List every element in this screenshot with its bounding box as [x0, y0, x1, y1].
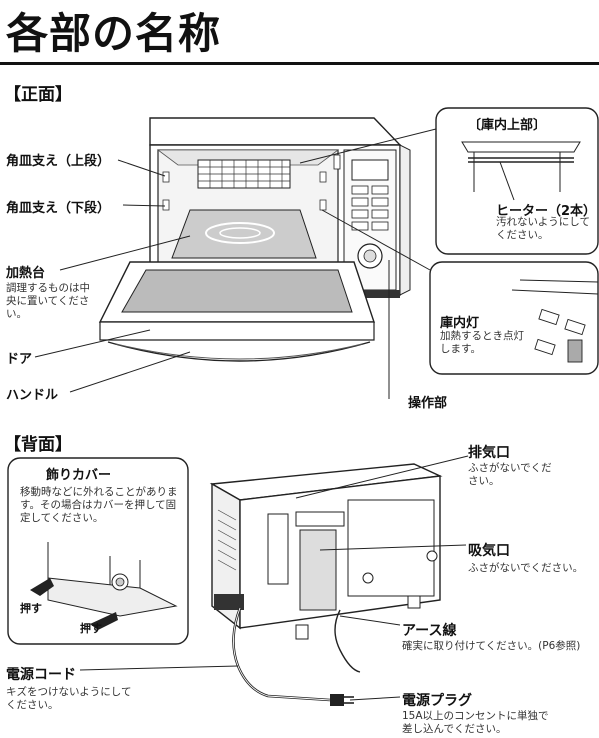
door-window: [121, 269, 353, 313]
heater-note: 汚れないようにしてください。: [496, 216, 590, 241]
cover-note: 移動時などに外れることがあります。その場合はカバーを押して固定してください。: [20, 486, 178, 524]
back-top: [209, 463, 443, 501]
power-cord: [232, 607, 331, 702]
label-heating-plate: 加熱台: [6, 266, 46, 281]
heating-plate-note: 調理するものは中央に置いてください。: [6, 282, 90, 320]
lamp-note: 加熱するとき点灯します。: [440, 330, 524, 355]
title-rule: [0, 62, 599, 65]
display: [351, 159, 389, 181]
back-heading: 【背面】: [4, 435, 72, 455]
push-label-1: 押す: [20, 602, 42, 615]
control-panel: [343, 149, 397, 291]
intake-vent: [299, 529, 337, 611]
label-handle: ハンドル: [6, 388, 59, 403]
page-title: 各部の名称: [6, 9, 222, 58]
label-cord: 電源コード: [6, 667, 76, 683]
label-exhaust: 排気口: [468, 445, 510, 461]
handle: [107, 341, 371, 362]
label-heater: ヒーター（2本）: [496, 204, 597, 219]
label-plug: 電源プラグ: [402, 693, 472, 709]
oven-top-panel: [149, 117, 402, 146]
label-earth: アース線: [402, 623, 457, 639]
earth-note: 確実に取り付けてください。(P6参照): [402, 640, 581, 652]
heater-grid: [197, 159, 291, 189]
label-control-panel: 操作部: [408, 396, 448, 411]
heating-plate: [171, 209, 317, 259]
push-label-2: 押す: [80, 622, 102, 635]
callout-lamp-title: 庫内灯: [440, 316, 480, 331]
label-rack-lower: 角皿支え（下段）: [6, 201, 111, 216]
cord-note: キズをつけないようにしてください。: [6, 686, 132, 711]
label-door: ドア: [6, 352, 33, 367]
back-panel: [239, 475, 441, 629]
cover-title: 飾りカバー: [46, 468, 112, 483]
back-side: [211, 482, 241, 630]
front-heading: 【正面】: [4, 85, 72, 105]
plug-note: 15A以上のコンセントに単独で差し込んでください。: [402, 710, 549, 735]
oven-cavity: [157, 149, 339, 281]
callout-top-title: 〔庫内上部〕: [468, 118, 547, 133]
dial: [357, 243, 383, 269]
door: [98, 261, 375, 323]
exhaust-note: ふさがないでください。: [468, 462, 552, 487]
earth-wire: [334, 609, 361, 673]
label-rack-upper: 角皿支え（上段）: [6, 154, 111, 169]
intake-note: ふさがないでください。: [468, 562, 584, 574]
oven-body: [149, 144, 401, 296]
label-intake: 吸気口: [468, 543, 510, 559]
